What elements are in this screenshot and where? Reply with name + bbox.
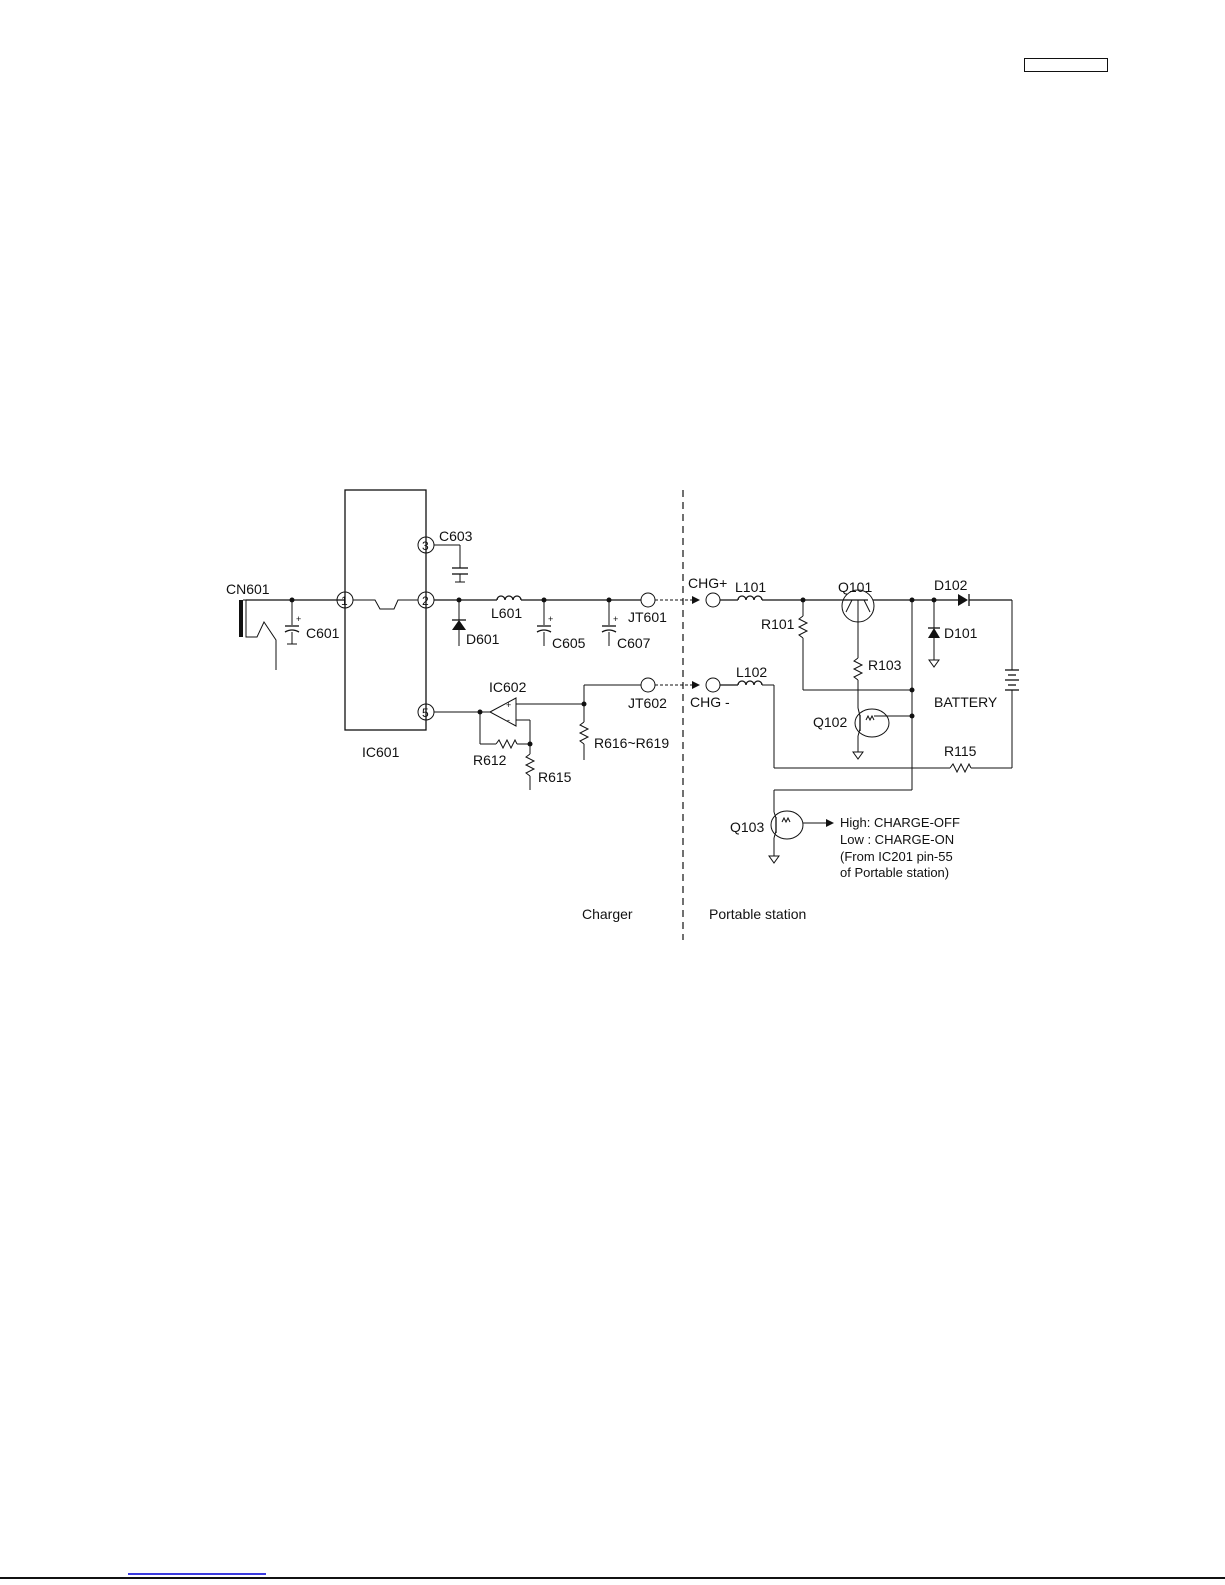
svg-text:+: +: [506, 700, 511, 710]
pin2-label: 2: [422, 594, 429, 608]
portable-section-label: Portable station: [709, 906, 806, 922]
jt602-label: JT602: [628, 695, 667, 711]
jt601-terminal: [641, 593, 655, 607]
q103-transistor: [769, 811, 834, 863]
l101-label: L101: [735, 579, 766, 595]
footer-rule: [0, 1577, 1225, 1579]
r615-label: R615: [538, 769, 572, 785]
c605-capacitor: +: [537, 598, 553, 647]
svg-text:-: -: [507, 715, 510, 725]
r101-label: R101: [761, 616, 795, 632]
l101-inductor: [738, 596, 762, 600]
c603-capacitor: [434, 545, 468, 582]
pin3-label: 3: [422, 539, 429, 553]
d101-label: D101: [944, 625, 978, 641]
r612-label: R612: [473, 752, 507, 768]
charger-section-label: Charger: [582, 906, 633, 922]
r616-r619-resistor: [580, 704, 588, 760]
battery-label: BATTERY: [934, 694, 998, 710]
svg-text:+: +: [613, 614, 618, 624]
note-high: High: CHARGE-OFF: [840, 815, 960, 830]
r115-label: R115: [944, 743, 977, 759]
q101-label: Q101: [838, 579, 872, 595]
jt602-terminal: [641, 678, 655, 692]
cn601-label: CN601: [226, 581, 270, 597]
pin1-label: 1: [341, 594, 348, 608]
l601-inductor: [497, 596, 521, 600]
q102-label: Q102: [813, 714, 847, 730]
ic601-label: IC601: [362, 744, 400, 760]
svg-text:+: +: [296, 614, 301, 624]
d601-label: D601: [466, 631, 500, 647]
c601-label: C601: [306, 625, 340, 641]
chg-plus-label: CHG+: [688, 575, 727, 591]
r612-resistor: [480, 740, 530, 748]
svg-text:+: +: [548, 614, 553, 624]
r616-label: R616~R619: [594, 735, 669, 751]
r101-resistor: [799, 600, 807, 690]
r615-resistor: [526, 744, 534, 790]
note-from: (From IC201 pin-55: [840, 849, 953, 864]
c603-label: C603: [439, 528, 473, 544]
footer-link[interactable]: [128, 1573, 266, 1575]
ic601-internal-path: [353, 600, 418, 609]
ic602-opamp: + -: [490, 698, 516, 726]
d102-diode: [958, 594, 1012, 606]
chg-minus-terminal: [706, 678, 720, 692]
l601-label: L601: [491, 605, 522, 621]
pin5-label: 5: [422, 706, 429, 720]
c607-label: C607: [617, 635, 651, 651]
c601-capacitor: +: [285, 598, 301, 645]
jt601-label: JT601: [628, 609, 667, 625]
r115-resistor: [950, 764, 1012, 772]
l102-label: L102: [736, 664, 767, 680]
d102-label: D102: [934, 577, 968, 593]
chg-plus-terminal: [706, 593, 720, 607]
r103-resistor: [854, 622, 862, 708]
q102-transistor: [853, 708, 912, 759]
note-low: Low : CHARGE-ON: [840, 832, 954, 847]
ic601-body: [345, 490, 426, 730]
chg-minus-label: CHG -: [690, 694, 730, 710]
d101-diode: [928, 600, 940, 667]
d601-diode: [452, 598, 466, 647]
c605-label: C605: [552, 635, 586, 651]
battery-symbol: [1005, 600, 1019, 768]
q103-label: Q103: [730, 819, 764, 835]
ic602-label: IC602: [489, 679, 527, 695]
c607-capacitor: +: [602, 598, 618, 647]
r103-label: R103: [868, 657, 902, 673]
l102-inductor: [738, 681, 762, 685]
note-of: of Portable station): [840, 865, 949, 880]
